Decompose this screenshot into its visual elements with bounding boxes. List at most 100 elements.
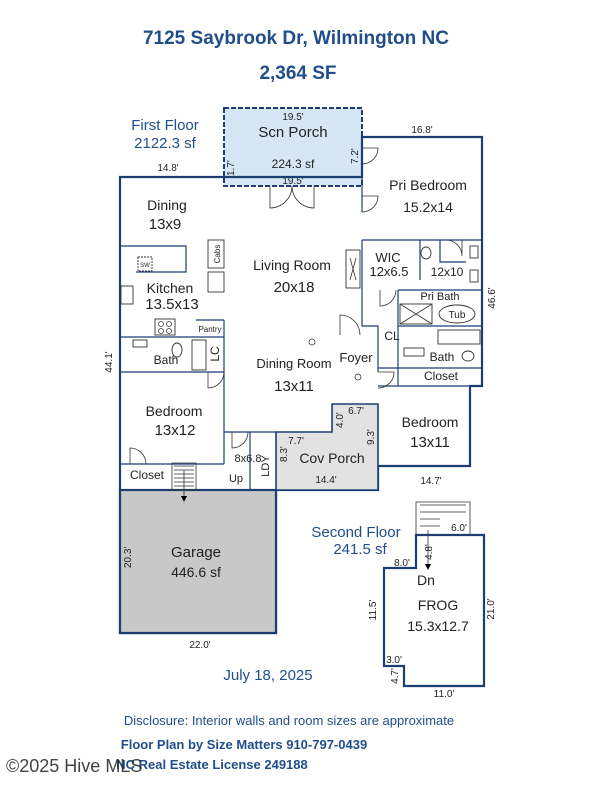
bath2-tub-icon bbox=[437, 329, 481, 345]
second-floor-label: Second Floor bbox=[311, 524, 400, 541]
scn-porch-dim-bottom: 19.5' bbox=[282, 176, 303, 187]
fridge-icon bbox=[207, 271, 225, 293]
bath1-label: Bath bbox=[154, 353, 179, 367]
pri-bedroom-size: 15.2x14 bbox=[403, 199, 453, 215]
stove-icon bbox=[154, 318, 176, 336]
address-title: 7125 Saybrook Dr, Wilmington NC bbox=[143, 28, 449, 49]
bedroom1-door bbox=[129, 447, 147, 465]
closet-left-label: Closet bbox=[130, 468, 165, 482]
wic-size: 12x6.5 bbox=[369, 264, 408, 279]
scn-porch-dim-right: 7.2' bbox=[350, 148, 361, 164]
sink-icon bbox=[120, 285, 134, 305]
frog-name: FROG bbox=[418, 597, 458, 613]
bath-door bbox=[207, 371, 225, 389]
wic-name: WIC bbox=[375, 250, 400, 265]
frog-dim-left-top: 8.0' bbox=[394, 558, 410, 569]
frog-dim-stair: 4.8' bbox=[424, 544, 435, 560]
pantry-label: Pantry bbox=[198, 325, 221, 334]
closet-right-label: Closet bbox=[424, 369, 459, 383]
garage-dim-left: 20.3' bbox=[123, 547, 134, 568]
scn-porch-size: 224.3 sf bbox=[272, 157, 315, 171]
up-label: Up bbox=[229, 473, 243, 485]
disclosure-text: Disclosure: Interior walls and room size… bbox=[124, 713, 454, 728]
dim-left: 44.1' bbox=[104, 351, 115, 372]
bedroom1-size: 13x12 bbox=[155, 422, 196, 439]
plan-date: July 18, 2025 bbox=[223, 667, 312, 684]
dim-top-right: 16.8' bbox=[411, 125, 432, 136]
ldy-size: 8x6.8 bbox=[235, 453, 262, 465]
cov-porch-dim-a: 7.7' bbox=[288, 436, 304, 447]
cov-porch-dim-d: 6.7' bbox=[348, 406, 364, 417]
bath2-toilet-icon bbox=[461, 350, 475, 362]
kitchen-size: 13.5x13 bbox=[145, 296, 198, 313]
vanity-sink-icon bbox=[469, 245, 479, 259]
scn-porch-dim-top: 19.5' bbox=[282, 112, 303, 123]
cabs-label: Cabs bbox=[213, 245, 222, 264]
bedroom2-name: Bedroom bbox=[402, 414, 459, 430]
frog-dim-left: 11.5' bbox=[368, 600, 379, 621]
garage-name: Garage bbox=[171, 544, 221, 561]
kitchen-name: Kitchen bbox=[147, 280, 194, 296]
dining-room-size: 13x11 bbox=[274, 378, 314, 395]
cl-label: CL bbox=[384, 329, 400, 343]
garage-size: 446.6 sf bbox=[171, 564, 221, 580]
total-area: 2,364 SF bbox=[259, 63, 336, 84]
sw-label: SW bbox=[140, 263, 150, 269]
scn-porch-area bbox=[223, 107, 363, 187]
pri-bath-label: Pri Bath bbox=[420, 291, 459, 303]
bath2-label: Bath bbox=[430, 350, 455, 364]
living-room-size: 20x18 bbox=[274, 279, 315, 296]
frog-dim-bottom: 11.0' bbox=[434, 689, 455, 700]
dim-bottom-right: 14.7' bbox=[420, 476, 441, 487]
first-floor-area: 2122.3 sf bbox=[134, 135, 197, 152]
living-room-name: Living Room bbox=[253, 257, 331, 273]
cov-porch-dim-bottom: 14.4' bbox=[315, 475, 336, 486]
frog-dim-notch-side: 4.7' bbox=[390, 668, 401, 684]
frog-dim-top: 6.0' bbox=[451, 523, 467, 534]
wall-laundry bbox=[224, 431, 276, 490]
pri-tub-icon bbox=[438, 304, 476, 324]
frog-wall bbox=[382, 533, 486, 688]
pri-bath-size: 12x10 bbox=[431, 265, 464, 279]
vanity-sink-2-icon bbox=[469, 269, 479, 283]
cov-porch-dim-b: 8.3' bbox=[279, 446, 290, 462]
ldy-label: LDY bbox=[260, 455, 272, 477]
garage-area bbox=[118, 488, 278, 635]
bedroom2-door bbox=[377, 371, 395, 389]
frog-size: 15.3x12.7 bbox=[407, 618, 469, 634]
wall-wic-bath bbox=[419, 240, 466, 280]
cabs-box bbox=[207, 239, 225, 269]
front-door bbox=[339, 314, 361, 336]
dining-name: Dining bbox=[147, 197, 187, 213]
kitchen-island-wall bbox=[120, 245, 187, 273]
dim-top-left: 14.8' bbox=[157, 163, 178, 174]
patio-door-left bbox=[269, 185, 293, 209]
pri-bedroom-name: Pri Bedroom bbox=[389, 177, 467, 193]
bath2-sink-icon bbox=[403, 347, 425, 357]
wall-wic-left bbox=[361, 240, 379, 372]
wc-door bbox=[445, 239, 463, 257]
frog-dim-notch: 3.0' bbox=[386, 655, 402, 666]
dn-label: Dn bbox=[417, 572, 435, 588]
patio-door-right bbox=[291, 185, 315, 209]
frog-dim-right: 21.0' bbox=[486, 598, 497, 619]
outlet-icon bbox=[308, 338, 316, 346]
porch-door bbox=[361, 147, 379, 165]
bath1-toilet-icon bbox=[171, 342, 183, 358]
wic-door bbox=[379, 289, 397, 307]
second-floor-area: 241.5 sf bbox=[333, 541, 387, 558]
stairs-first-floor bbox=[171, 462, 197, 502]
bedroom2-size: 13x11 bbox=[410, 434, 450, 451]
cov-porch-name: Cov Porch bbox=[299, 450, 364, 466]
scn-porch-dim-left: 1.7' bbox=[226, 160, 237, 176]
stairs-second-floor bbox=[415, 501, 471, 570]
bedroom1-name: Bedroom bbox=[146, 403, 203, 419]
credit-line-1: Floor Plan by Size Matters 910-797-0439 bbox=[121, 737, 367, 752]
dining-room-name: Dining Room bbox=[256, 356, 331, 371]
cov-porch-dim-e: 9.3' bbox=[366, 429, 377, 445]
tub-label: Tub bbox=[449, 310, 466, 321]
dim-right: 46.6' bbox=[487, 287, 498, 308]
bath1-sink-icon bbox=[132, 339, 148, 348]
laundry-door bbox=[231, 431, 249, 449]
